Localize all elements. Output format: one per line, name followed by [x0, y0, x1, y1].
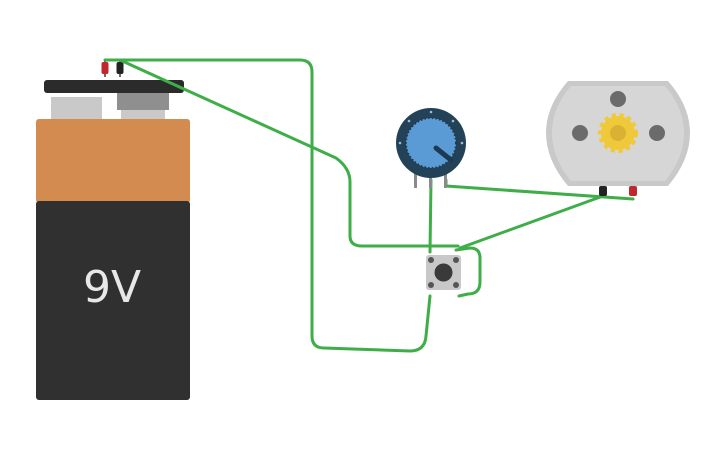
- pot-pointer: [433, 145, 454, 163]
- push-button[interactable]: [426, 255, 461, 290]
- potentiometer[interactable]: [396, 108, 466, 188]
- motor-screw-left: [572, 125, 588, 141]
- battery-negative-lead[interactable]: [116, 62, 124, 74]
- battery-top: [36, 119, 190, 203]
- wire-battery-positive-to-button[interactable]: [103, 58, 432, 353]
- battery-cap: [44, 80, 184, 93]
- battery[interactable]: 9V: [36, 80, 190, 400]
- battery-label: 9V: [83, 262, 141, 313]
- battery-terminal-right: [117, 91, 169, 110]
- battery-body: [36, 201, 190, 400]
- dc-motor[interactable]: [546, 81, 690, 196]
- battery-leads: [101, 60, 124, 77]
- wire-node-to-motor[interactable]: [458, 194, 605, 250]
- pot-knob-ticks: [405, 117, 457, 169]
- motor-gear-icon: [598, 113, 638, 153]
- wire-battery-negative-to-node[interactable]: [118, 58, 460, 248]
- pot-pin-3: [444, 172, 447, 188]
- motor-screw-right: [649, 125, 665, 141]
- wire-button-loop[interactable]: [454, 246, 482, 298]
- motor-terminal-positive[interactable]: [629, 186, 637, 196]
- motor-terminal-negative[interactable]: [599, 186, 607, 196]
- battery-terminal-left: [51, 97, 102, 119]
- pot-pin-1: [414, 172, 417, 188]
- pot-pin-2: [429, 172, 432, 188]
- battery-positive-lead[interactable]: [101, 62, 109, 74]
- motor-screw-top: [610, 91, 626, 107]
- wires: [103, 58, 635, 353]
- wire-pot-wiper-to-button[interactable]: [428, 178, 433, 254]
- push-button-cap[interactable]: [434, 263, 453, 282]
